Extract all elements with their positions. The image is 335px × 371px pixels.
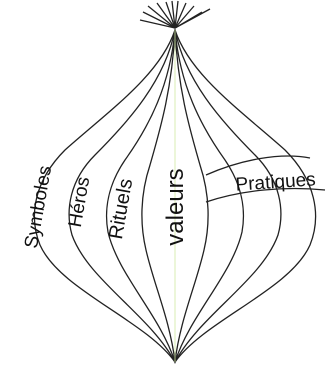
label-heros: Héros — [65, 175, 94, 229]
label-valeurs: valeurs — [162, 168, 189, 245]
label-rituels: Rituels — [105, 177, 137, 241]
label-symboles: Symboles — [21, 164, 56, 250]
sprout-lines — [140, 1, 210, 28]
label-pratiques: Pratiques — [235, 169, 317, 196]
